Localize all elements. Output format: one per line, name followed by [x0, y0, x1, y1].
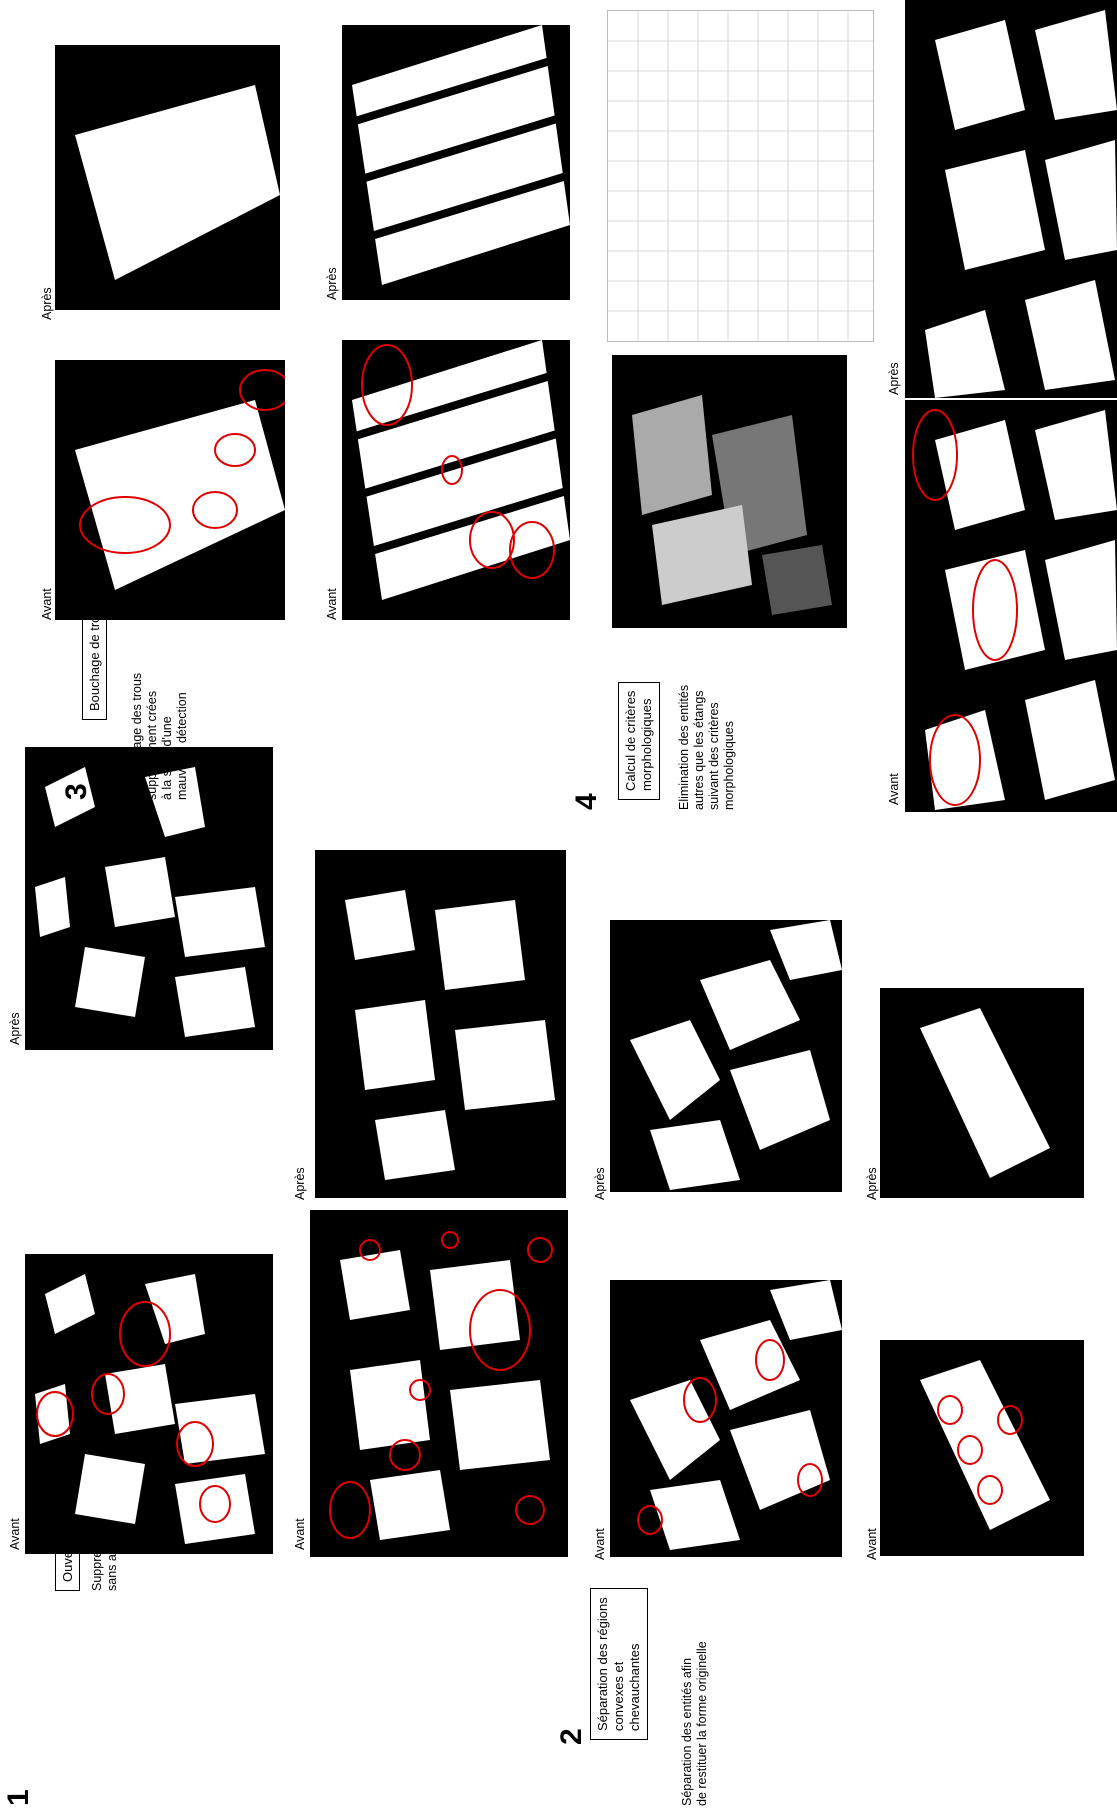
step-2-title-line-2: convexes et — [611, 1661, 626, 1731]
step-4-before-svg — [912, 409, 1117, 810]
step-4-title-line-1: Calcul de critères — [623, 690, 638, 791]
step-2-title-line-1: Séparation des régions — [595, 1597, 610, 1731]
step-3b-before-label: Avant — [325, 588, 339, 620]
step-4-shaded-image — [612, 355, 847, 628]
step-3a-after-svg — [75, 85, 280, 280]
step-1a-before-svg — [35, 1274, 265, 1544]
step-3a-after-image — [55, 45, 280, 310]
step-4-title-line-2: morphologiques — [639, 698, 654, 791]
step-4-desc-line-1: Elimination des entités — [677, 684, 691, 810]
step-3b-after-svg — [342, 25, 570, 285]
step-2b-after-image — [880, 988, 1084, 1198]
step-4-before-label: Avant — [887, 773, 901, 805]
step-4-data-table-svg — [608, 11, 873, 341]
step-1a-before-image — [25, 1254, 273, 1554]
step-1b-after-svg — [345, 890, 555, 1180]
step-1b-after-label: Après — [293, 1167, 307, 1200]
step-1a-after-label: Après — [8, 1012, 22, 1045]
step-4-desc-line-3: suivant des critères — [707, 702, 721, 810]
step-2-desc-line-2: de restituer la forme originelle — [695, 1641, 709, 1806]
step-4-data-table-image — [607, 10, 874, 342]
step-2a-before-svg — [630, 1280, 842, 1550]
step-2a-before-image — [610, 1280, 842, 1557]
step-3a-before-label: Avant — [40, 588, 54, 620]
step-4-after-svg — [925, 10, 1117, 398]
step-1b-before-image — [310, 1210, 568, 1557]
step-2-title: Séparation des régions convexes et cheva… — [590, 1588, 648, 1740]
step-4-before-image — [905, 400, 1117, 812]
step-3-desc-line-1: Remplissage des trous — [130, 672, 144, 800]
step-3-desc-line-2: supposément crées — [145, 690, 159, 800]
step-4-desc-line-4: morphologiques — [722, 721, 736, 810]
step-1b-before-label: Avant — [293, 1518, 307, 1550]
step-3b-after-label: Après — [325, 267, 339, 300]
step-2a-after-svg — [630, 920, 842, 1190]
step-4-shaded-svg — [632, 395, 832, 615]
step-2-number: 2 — [555, 1728, 588, 1745]
step-2-description: Séparation des entités afin de restituer… — [680, 1641, 710, 1806]
step-3b-after-image — [342, 25, 570, 300]
step-4-number: 4 — [570, 793, 603, 810]
step-2b-after-svg — [920, 1008, 1050, 1178]
step-2a-after-label: Après — [593, 1167, 607, 1200]
step-2b-before-image — [880, 1340, 1084, 1556]
step-4-description: Elimination des entités autres que les é… — [677, 685, 737, 810]
step-4-after-image — [905, 0, 1117, 398]
step-4-desc-line-2: autres que les étangs — [692, 690, 706, 810]
step-1a-after-image — [25, 747, 273, 1050]
step-1b-before-svg — [329, 1231, 553, 1540]
step-1-number: 1 — [2, 1789, 35, 1806]
step-3a-before-svg — [75, 369, 285, 590]
step-3-desc-line-4: mauvaise détection — [175, 692, 189, 800]
step-4-after-label: Après — [887, 362, 901, 395]
step-3a-after-label: Après — [40, 287, 54, 320]
step-2b-after-label: Après — [865, 1167, 879, 1200]
step-3-description: Remplissage des trous supposément crées … — [130, 673, 190, 800]
step-4-title: Calcul de critères morphologiques — [618, 681, 660, 800]
step-2a-before-label: Avant — [593, 1528, 607, 1560]
step-3b-before-svg — [342, 340, 570, 600]
step-2b-before-label: Avant — [865, 1528, 879, 1560]
step-3-number: 3 — [60, 783, 93, 800]
step-3b-before-image — [342, 340, 570, 620]
step-1a-before-label: Avant — [8, 1518, 22, 1550]
step-2-title-line-3: chevauchantes — [627, 1643, 642, 1731]
step-2b-before-svg — [920, 1360, 1050, 1530]
step-1a-after-svg — [35, 767, 265, 1037]
step-3a-before-image — [55, 360, 285, 620]
step-2-desc-line-1: Séparation des entités afin — [680, 1657, 694, 1806]
step-2a-after-image — [610, 920, 842, 1192]
step-1b-after-image — [315, 850, 566, 1198]
step-3-desc-line-3: à la suite d'une — [160, 716, 174, 800]
